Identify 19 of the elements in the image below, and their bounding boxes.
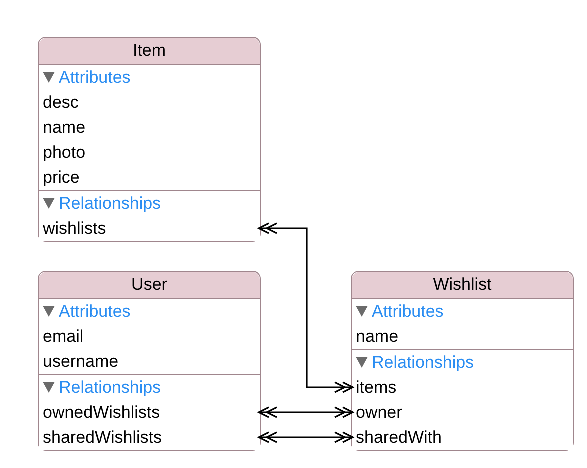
section-heading: Attributes [59, 66, 131, 89]
entity-box [38, 271, 261, 451]
attribute-name: name [355, 326, 400, 348]
attribute-name: desc [42, 92, 80, 114]
entity-name: Item [39, 38, 260, 65]
entity-name: User [39, 272, 260, 299]
attribute-name: name [42, 117, 87, 139]
attribute-name: photo [42, 142, 87, 164]
entity-box [38, 37, 261, 242]
entity-name: Wishlist [352, 272, 573, 299]
attribute-name: username [42, 351, 120, 373]
attribute-name: email [42, 326, 85, 348]
section-heading: Attributes [59, 300, 131, 323]
section-heading: Attributes [372, 300, 444, 323]
section-heading: Relationships [59, 192, 162, 215]
attribute-name: price [42, 167, 81, 189]
section-heading: Relationships [372, 352, 474, 374]
section-heading: Relationships [59, 376, 162, 399]
entity-box [351, 271, 574, 451]
